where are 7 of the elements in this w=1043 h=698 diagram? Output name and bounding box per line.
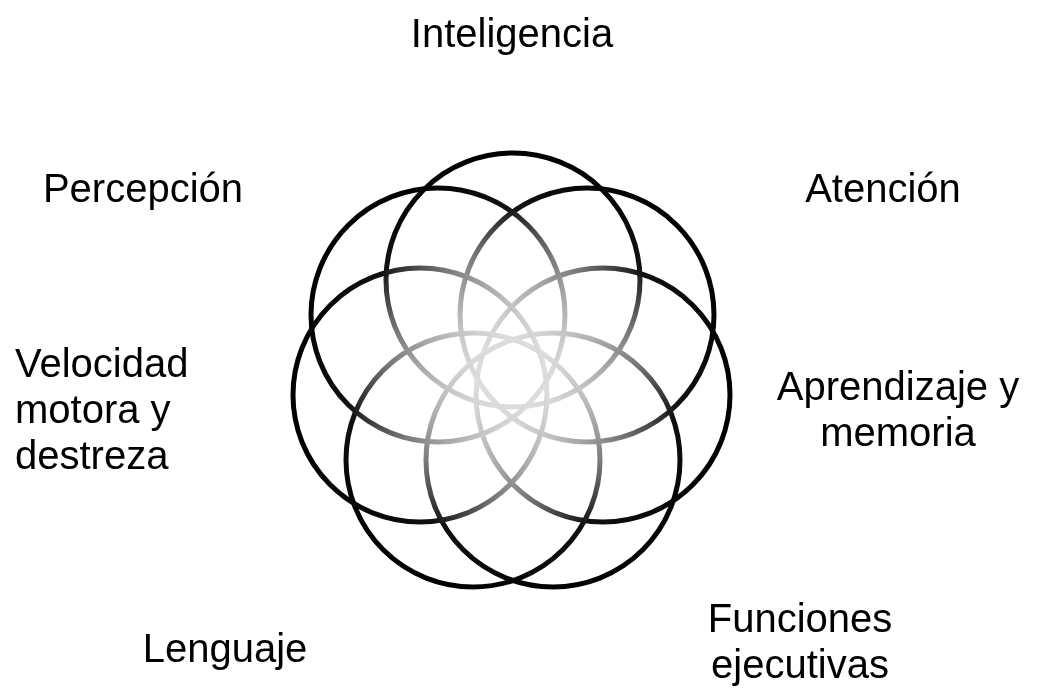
circle-label: Inteligencia [409, 10, 615, 56]
circle-label: Velocidad motora y destreza [15, 340, 190, 478]
circle-label: Atención [804, 165, 962, 211]
circle-label: Percepción [41, 165, 245, 211]
circle-label: Aprendizaje y memoria [775, 363, 1021, 455]
circle-label: Funciones ejecutivas [706, 595, 894, 687]
circle-label: Lenguaje [141, 625, 309, 671]
